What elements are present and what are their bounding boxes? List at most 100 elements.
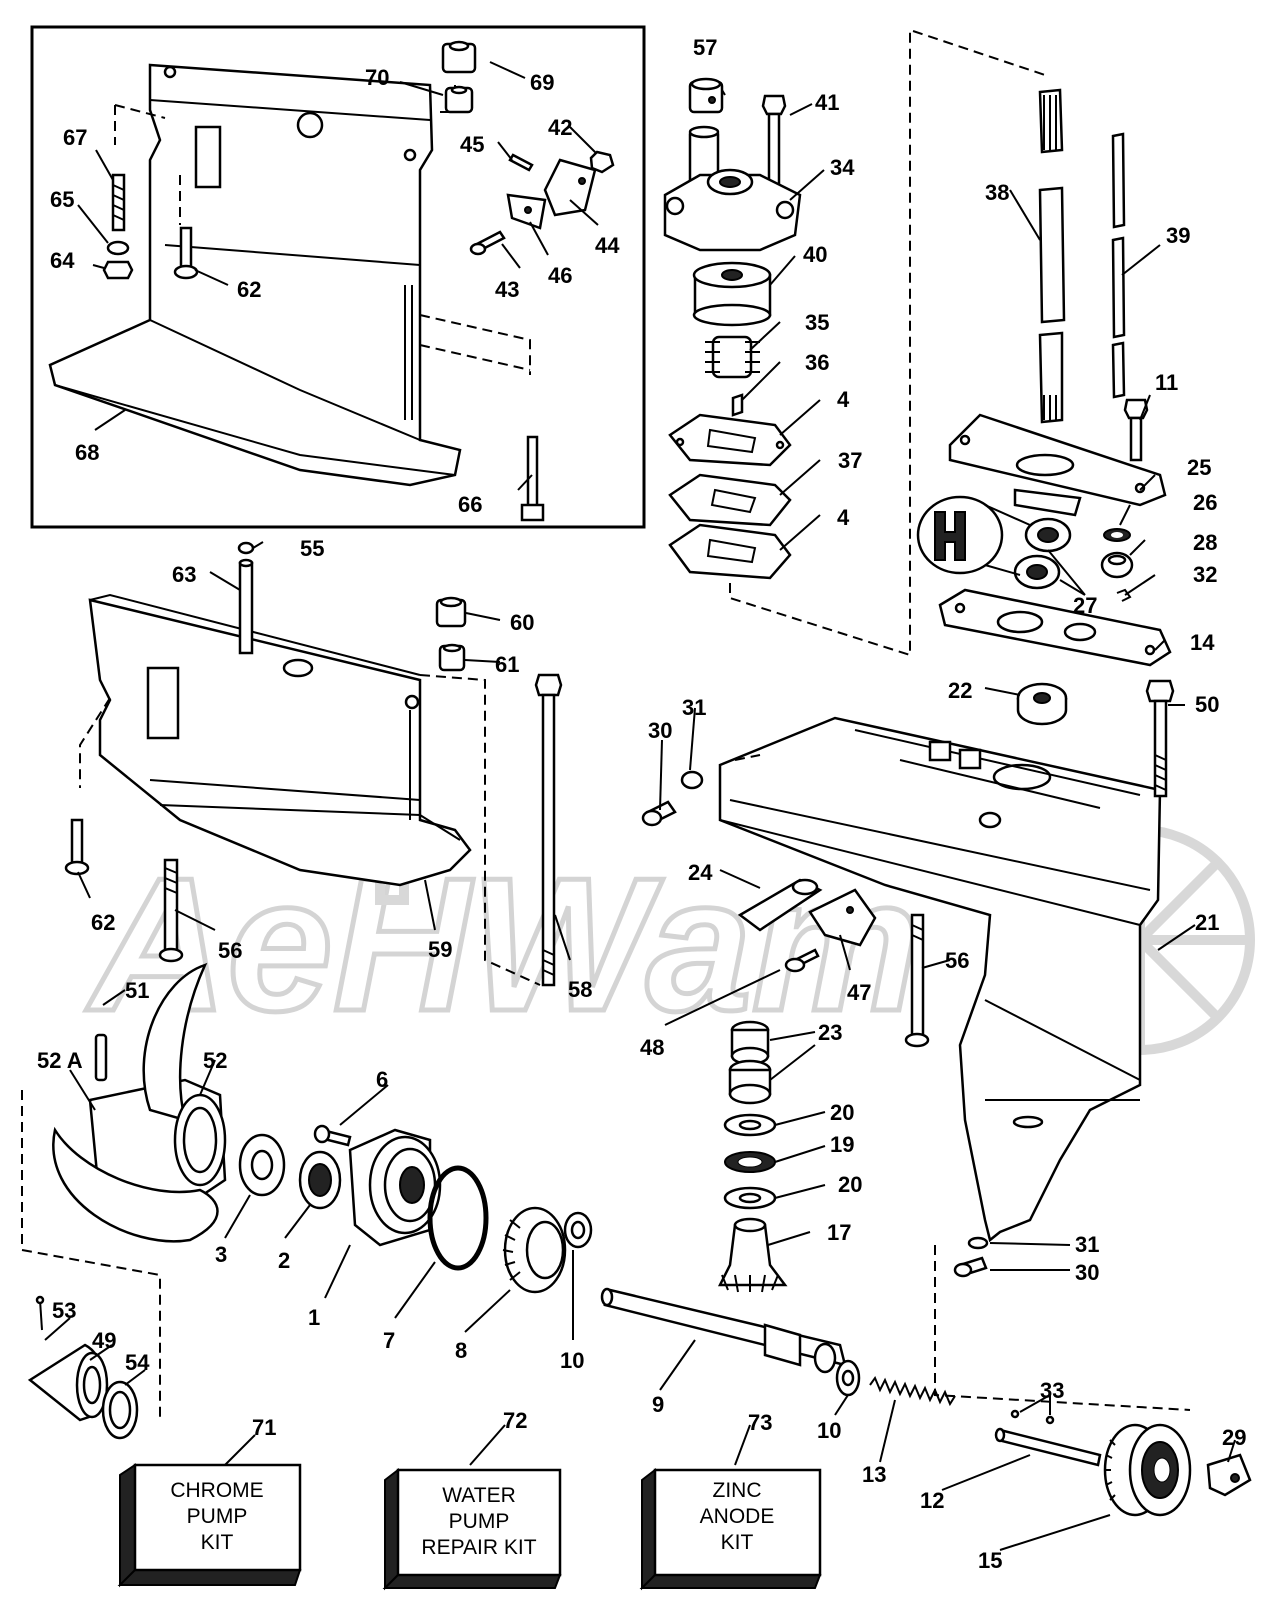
- washer-20b: [723, 1186, 777, 1210]
- washer-31-bottom: [967, 1236, 989, 1250]
- impeller-35: [705, 335, 760, 379]
- tube-63: [238, 558, 254, 655]
- leader-lines: [44, 61, 1236, 1551]
- callout-46: 46: [548, 263, 572, 288]
- pinion-gear-17: [717, 1217, 788, 1293]
- callout-29: 29: [1222, 1425, 1246, 1450]
- callout-51: 51: [125, 978, 149, 1003]
- cover-47: [808, 888, 877, 947]
- callout-12: 12: [920, 1488, 944, 1513]
- plate-46: [506, 193, 547, 230]
- callout-70: 70: [365, 65, 389, 90]
- cam-24: [737, 878, 823, 932]
- callout-31a: 31: [682, 695, 706, 720]
- screw-30-bottom: [953, 1256, 988, 1278]
- cone-49: [27, 1343, 109, 1422]
- callout-35: 35: [805, 310, 829, 335]
- bushing-22: [1016, 682, 1068, 726]
- callout-63: 63: [172, 562, 196, 587]
- callout-60: 60: [510, 610, 534, 635]
- gear-15: [1103, 1423, 1192, 1517]
- gasket-14: [938, 588, 1172, 667]
- kit-water-line2: PUMP: [449, 1510, 510, 1533]
- callout-45: 45: [460, 132, 484, 157]
- screw-6: [313, 1124, 352, 1147]
- propeller-shaft-9: [600, 1287, 847, 1374]
- washer-20a: [723, 1113, 777, 1137]
- callout-62b: 62: [91, 910, 115, 935]
- gear-8: [502, 1206, 567, 1294]
- kit-zinc-line3: KIT: [721, 1531, 754, 1554]
- callout-42: 42: [548, 115, 572, 140]
- bearing-23a: [730, 1020, 770, 1066]
- callout-26: 26: [1193, 490, 1217, 515]
- inset-frame: [30, 25, 646, 529]
- callout-66: 66: [458, 492, 482, 517]
- callout-3: 3: [215, 1242, 227, 1267]
- retainer-25: [948, 413, 1167, 517]
- callout-64: 64: [50, 248, 75, 273]
- washer-3: [238, 1133, 286, 1197]
- o-ring-7: [427, 1165, 489, 1271]
- inset-guide-lines: [114, 85, 531, 375]
- bushing-57: [688, 77, 724, 114]
- callout-6: 6: [376, 1067, 388, 1092]
- bushing-70: [444, 85, 474, 114]
- pin-53: [35, 1295, 45, 1331]
- bushing-61: [438, 643, 466, 672]
- bushing-28: [1100, 551, 1134, 579]
- callout-72: 72: [503, 1408, 527, 1433]
- screw-62-inset: [173, 226, 199, 280]
- stud-58: [534, 673, 563, 987]
- callout-9: 9: [652, 1392, 664, 1417]
- cap-29: [1206, 1453, 1252, 1497]
- callout-56a: 56: [218, 938, 242, 963]
- callout-15: 15: [978, 1548, 1002, 1573]
- screw-43: [469, 230, 506, 256]
- callout-57: 57: [693, 35, 717, 60]
- shift-rod-39: [1111, 132, 1126, 399]
- kit-chrome-pump: CHROME PUMP KIT: [117, 1463, 302, 1588]
- callout-8: 8: [455, 1338, 467, 1363]
- balls-33: [1010, 1409, 1055, 1425]
- callout-labels: 1 2 3 4 4 6 7 8 9 10 10 11 12 13 14 15 1…: [37, 35, 1246, 1573]
- kit-zinc-anode: ZINC ANODE KIT: [639, 1467, 822, 1591]
- callout-2: 2: [278, 1248, 290, 1273]
- washer-10b: [835, 1359, 861, 1397]
- key-36: [731, 393, 744, 417]
- callout-4b: 4: [837, 505, 850, 530]
- exhaust-housing-59: [88, 593, 472, 887]
- ring-54: [101, 1380, 139, 1440]
- seal-2: [298, 1150, 342, 1210]
- callout-32: 32: [1193, 562, 1217, 587]
- callout-20b: 20: [838, 1172, 862, 1197]
- seals-27: [916, 495, 1072, 590]
- callout-49: 49: [92, 1328, 116, 1353]
- callout-65: 65: [50, 187, 74, 212]
- callout-52a: 52 A: [37, 1048, 83, 1073]
- callout-21: 21: [1195, 910, 1219, 935]
- callout-67: 67: [63, 125, 87, 150]
- callout-68: 68: [75, 440, 99, 465]
- callout-39: 39: [1166, 223, 1190, 248]
- screw-11: [1123, 398, 1149, 462]
- callout-71: 71: [252, 1415, 276, 1440]
- callout-40: 40: [803, 242, 827, 267]
- screw-48: [784, 948, 820, 973]
- callout-30a: 30: [648, 718, 672, 743]
- clip-32: [1116, 588, 1132, 602]
- stud-67: [111, 173, 126, 232]
- callout-7: 7: [383, 1328, 395, 1353]
- kit-zinc-line2: ANODE: [700, 1505, 775, 1528]
- screw-66: [520, 435, 545, 522]
- callout-69: 69: [530, 70, 554, 95]
- callout-33: 33: [1040, 1378, 1064, 1403]
- callout-41: 41: [815, 90, 839, 115]
- kit-chrome-line2: PUMP: [187, 1505, 248, 1528]
- callout-43: 43: [495, 277, 519, 302]
- callout-34: 34: [830, 155, 855, 180]
- propeller-guide-line: [21, 1090, 161, 1420]
- callout-61: 61: [495, 652, 519, 677]
- gearcase-guide-lines: [734, 754, 1191, 1411]
